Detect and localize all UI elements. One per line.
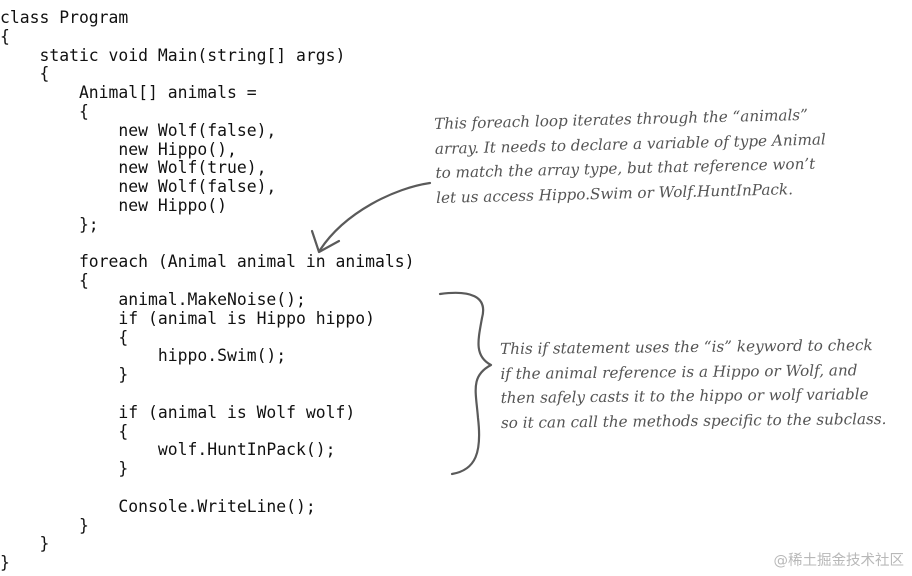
code-line: hippo.Swim();: [0, 346, 287, 366]
code-line: }: [0, 459, 129, 479]
watermark: @稀土掘金技术社区: [773, 553, 905, 569]
annotation-line: then safely casts it to the hippo or wol…: [500, 385, 869, 408]
annotation-line: so it can call the methods specific to t…: [500, 409, 887, 432]
code-line: animal.MakeNoise();: [0, 289, 306, 309]
code-line: Console.WriteLine();: [0, 496, 316, 516]
code-line: }: [0, 534, 50, 554]
is-keyword-annotation: This if statement uses the “is” keyword …: [500, 333, 887, 435]
code-line: {: [0, 327, 129, 347]
code-line: class Program: [0, 8, 129, 27]
foreach-annotation: This foreach loop iterates through the “…: [434, 102, 827, 210]
code-line: }: [0, 553, 10, 573]
annotation-line: This if statement uses the “is” keyword …: [500, 336, 873, 358]
curly-brace: [438, 291, 493, 476]
code-line: {: [0, 101, 89, 121]
code-line: Animal[] animals =: [0, 83, 257, 103]
code-line: }: [0, 515, 89, 535]
code-line: };: [0, 214, 99, 234]
code-line: foreach (Animal animal in animals): [0, 252, 415, 272]
code-line: {: [0, 64, 50, 84]
code-line: }: [0, 365, 129, 385]
code-line: new Hippo(): [0, 195, 227, 215]
code-line: new Wolf(false),: [0, 120, 277, 140]
code-line: if (animal is Wolf wolf): [0, 402, 356, 422]
code-line: {: [0, 271, 89, 291]
code-line: static void Main(string[] args): [0, 45, 346, 65]
arrow-head: [310, 229, 341, 254]
annotation-arrow: [318, 181, 432, 252]
code-line: new Wolf(false),: [0, 177, 277, 197]
code-line: new Wolf(true),: [0, 158, 267, 178]
code-block: class Program{ static void Main(string[]…: [0, 8, 415, 573]
code-line: new Hippo(),: [0, 139, 237, 159]
code-line: if (animal is Hippo hippo): [0, 308, 375, 328]
code-line: {: [0, 421, 129, 441]
code-line: wolf.HuntInPack();: [0, 440, 336, 460]
code-line: {: [0, 26, 10, 46]
